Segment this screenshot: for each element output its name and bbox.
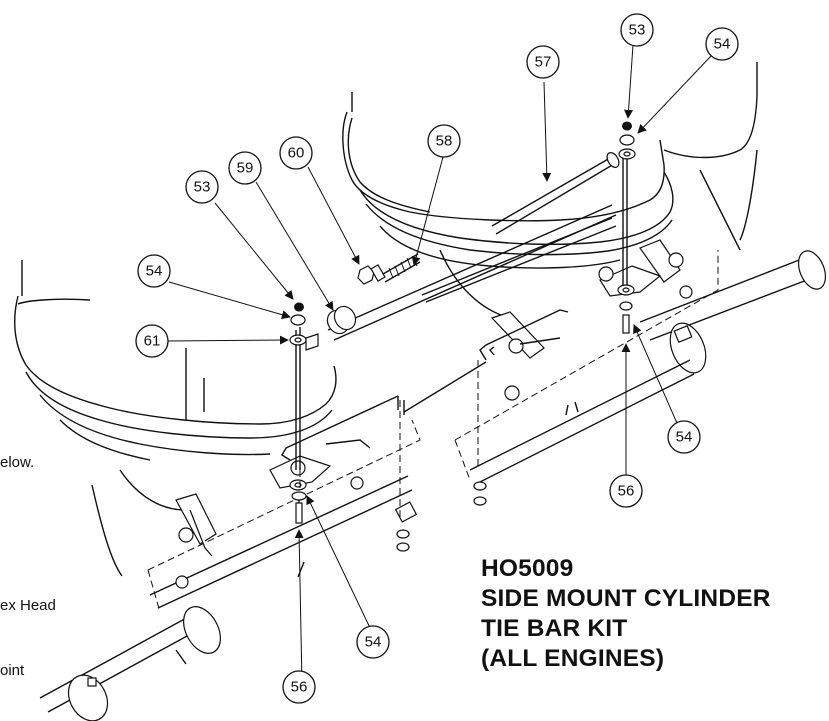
left-engine-cowling xyxy=(14,260,337,577)
kit-title-line-3: (ALL ENGINES) xyxy=(481,645,665,672)
callout-56-bottom: 56 xyxy=(282,670,316,704)
svg-text:53: 53 xyxy=(194,179,211,196)
callout-59: 59 xyxy=(228,151,262,185)
kit-title-line-2: TIE BAR KIT xyxy=(481,615,628,642)
callout-58: 58 xyxy=(427,124,461,158)
mounting-plane-outlines xyxy=(147,250,719,613)
kit-title-block: HO5009 SIDE MOUNT CYLINDER TIE BAR KIT (… xyxy=(481,554,771,674)
engine-mount-brackets xyxy=(175,239,693,589)
callout-53-left: 53 xyxy=(185,170,219,204)
cylinder-arm-plates xyxy=(269,265,662,489)
tie-bar-assembly xyxy=(281,121,636,552)
svg-text:53: 53 xyxy=(629,22,646,39)
callout-61: 61 xyxy=(135,324,169,358)
callout-53-top-right: 53 xyxy=(620,13,654,47)
right-steering-cylinder xyxy=(469,250,827,485)
svg-text:58: 58 xyxy=(436,133,453,150)
svg-text:61: 61 xyxy=(144,333,161,350)
svg-text:56: 56 xyxy=(291,679,308,696)
left-steering-cylinder xyxy=(39,475,418,721)
callout-54-right-lower: 54 xyxy=(667,420,701,454)
clipped-text-below: elow. xyxy=(0,454,35,471)
kit-title-line-1: SIDE MOUNT CYLINDER xyxy=(481,585,771,612)
clipped-text-joint: oint xyxy=(0,662,25,679)
svg-text:57: 57 xyxy=(535,54,552,71)
svg-text:56: 56 xyxy=(618,483,635,500)
callout-57: 57 xyxy=(526,45,560,79)
kit-code: HO5009 xyxy=(481,555,574,582)
callout-54-bottom: 54 xyxy=(356,625,390,659)
callout-56-right: 56 xyxy=(609,474,643,508)
clipped-text-hex-head: ex Head xyxy=(0,597,56,614)
svg-text:60: 60 xyxy=(288,145,305,162)
svg-text:54: 54 xyxy=(714,36,731,53)
svg-text:54: 54 xyxy=(365,634,382,651)
callout-leaders xyxy=(167,44,712,686)
right-engine-cowling xyxy=(342,62,758,319)
svg-text:54: 54 xyxy=(146,263,163,280)
svg-text:59: 59 xyxy=(237,160,254,177)
callout-54-left: 54 xyxy=(137,254,171,288)
callout-60: 60 xyxy=(279,136,313,170)
callout-54-top-right: 54 xyxy=(705,27,739,61)
svg-text:54: 54 xyxy=(676,429,693,446)
